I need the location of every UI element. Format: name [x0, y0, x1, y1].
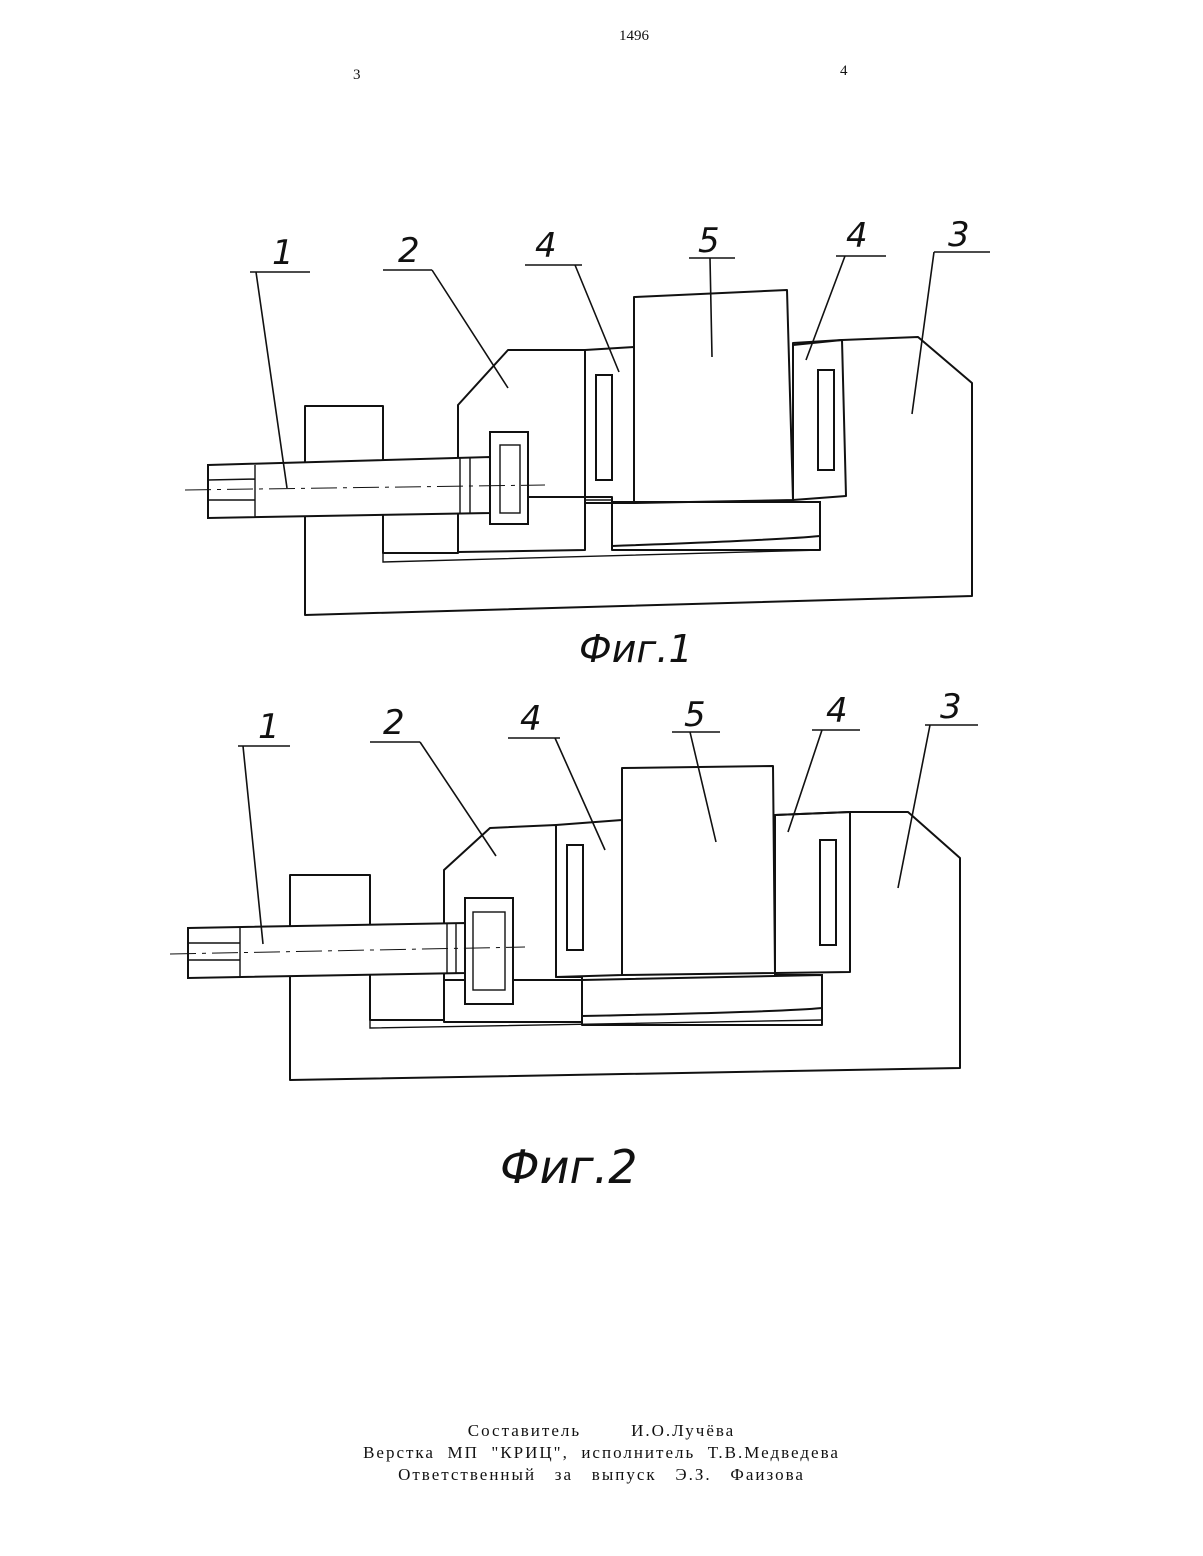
label-workpiece: 5 [684, 695, 706, 735]
liner-right-slot [820, 840, 836, 945]
groove [612, 502, 820, 546]
figure-1-caption: Фиг.1 [579, 627, 693, 671]
figure-2-drawing: 1 2 4 5 4 3 Фиг.2 [0, 690, 1203, 1210]
screw-head [490, 432, 528, 524]
shaft [188, 923, 465, 978]
credits-responsible: Ответственный за выпуск Э.З. Фаизова [0, 1464, 1203, 1486]
credits-compiler: Составитель И.О.Лучёва [0, 1420, 1203, 1442]
column-number-right: 4 [840, 63, 848, 80]
liner-right [775, 812, 850, 973]
workpiece [622, 766, 775, 975]
label-shaft: 1 [258, 707, 280, 747]
liner-left-slot [567, 845, 583, 950]
label-workpiece: 5 [698, 221, 720, 261]
page-number: 1496 [619, 28, 649, 45]
label-slider: 2 [398, 231, 420, 271]
label-slider: 2 [383, 703, 405, 743]
label-shaft: 1 [272, 233, 294, 273]
label-liner-left: 4 [520, 699, 542, 739]
workpiece [634, 290, 793, 503]
liner-left [556, 820, 622, 977]
figure-1-drawing: 1 2 4 5 4 3 Фиг.1 [0, 200, 1203, 680]
label-liner-right: 4 [846, 216, 868, 256]
label-body: 3 [948, 215, 970, 255]
figure-2-caption: Фиг.2 [500, 1140, 638, 1194]
screw-head [465, 898, 513, 1004]
label-liner-left: 4 [535, 226, 557, 266]
liner-left-slot [596, 375, 612, 480]
credits-block: Составитель И.О.Лучёва Верстка МП "КРИЦ"… [0, 1420, 1203, 1486]
column-number-left: 3 [353, 67, 361, 84]
liner-right-slot [818, 370, 834, 470]
shaft [208, 457, 490, 518]
groove [582, 975, 822, 1016]
credits-layout: Верстка МП "КРИЦ", исполнитель Т.В.Медве… [0, 1442, 1203, 1464]
label-body: 3 [940, 690, 962, 727]
label-liner-right: 4 [826, 691, 848, 731]
